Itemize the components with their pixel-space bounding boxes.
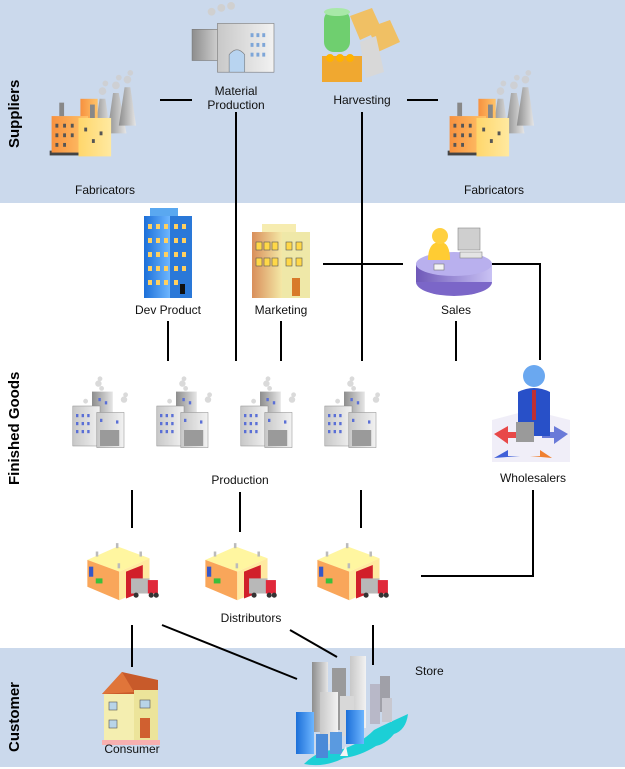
fabricators-right-icon	[440, 62, 536, 174]
consumer-label: Consumer	[104, 742, 160, 756]
production-label: Production	[211, 473, 269, 487]
marketing-icon	[252, 224, 310, 298]
production-plant-icon-1	[68, 362, 148, 466]
distributor-warehouse-icon-1	[70, 528, 182, 612]
edge-sales-wholesalers	[492, 263, 541, 360]
harvesting-icon	[322, 8, 400, 82]
edge-distributor-store-1	[161, 624, 298, 680]
fabricators-left-icon	[42, 62, 138, 174]
distributor-warehouse-icon-3	[300, 528, 412, 612]
fabricators-left-label: Fabricators	[74, 183, 136, 197]
wholesalers-icon	[492, 365, 570, 462]
store-label: Store	[415, 664, 444, 678]
wholesalers-label: Wholesalers	[499, 471, 567, 485]
production-plant-icon-2	[152, 362, 232, 466]
distributors-label: Distributors	[220, 611, 282, 625]
harvesting-label: Harvesting	[333, 93, 391, 107]
fabricators-right-label: Fabricators	[463, 183, 525, 197]
material-production-icon	[191, 2, 275, 73]
distributor-warehouse-icon-2	[188, 528, 300, 612]
edge-distributor-store-2	[289, 629, 338, 658]
sales-label: Sales	[440, 303, 472, 317]
production-plant-icon-3	[236, 362, 316, 466]
dev-product-icon	[144, 208, 192, 298]
material-production-label-line2: Production	[207, 98, 265, 112]
material-production-label-line1: Material	[214, 84, 258, 98]
marketing-label: Marketing	[254, 303, 308, 317]
dev-product-label: Dev Product	[134, 303, 202, 317]
consumer-house-icon	[102, 672, 160, 745]
production-plant-icon-4	[320, 362, 400, 466]
store-city-icon	[296, 656, 408, 766]
edge-wholesalers-distributor-3	[421, 490, 534, 577]
material-production-label: Material Production	[207, 84, 264, 112]
sales-icon	[416, 227, 492, 296]
